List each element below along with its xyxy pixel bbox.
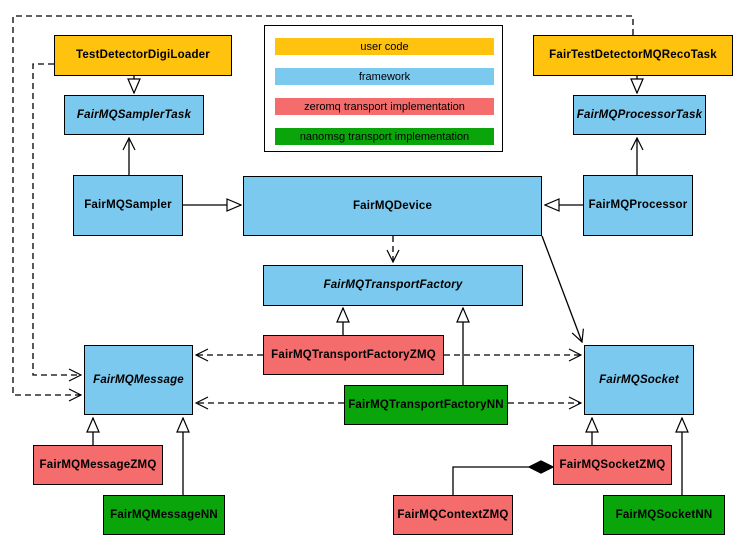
legend-label: nanomsg transport implementation	[299, 130, 470, 143]
node-fairmqsampler: FairMQSampler	[73, 175, 183, 236]
legend-box: user code framework zeromq transport imp…	[264, 25, 503, 152]
edge-recotask-message	[12, 15, 634, 395]
node-testdetectordigiloader: TestDetectorDigiLoader	[54, 35, 232, 76]
node-fairmqsocketnn: FairMQSocketNN	[603, 495, 725, 535]
legend-label: user code	[360, 40, 409, 53]
legend-item-framework: framework	[275, 68, 494, 85]
edge-contextzmq-socketzmq	[452, 466, 529, 495]
node-fairmqsocketzmq: FairMQSocketZMQ	[553, 445, 672, 485]
node-fairmqdevice: FairMQDevice	[243, 176, 542, 236]
legend-item-nanomsg: nanomsg transport implementation	[275, 128, 494, 145]
node-fairmqtransportfactorynn: FairMQTransportFactoryNN	[344, 385, 508, 425]
node-fairmqtransportfactoryzmq: FairMQTransportFactoryZMQ	[263, 335, 444, 375]
node-fairtestdetectormqrecotask: FairTestDetectorMQRecoTask	[533, 35, 733, 76]
composition-diamond	[527, 460, 555, 474]
node-fairmqcontextzmq: FairMQContextZMQ	[393, 495, 513, 535]
node-fairmqtransportfactory: FairMQTransportFactory	[263, 265, 523, 306]
node-fairmqmessagezmq: FairMQMessageZMQ	[33, 445, 163, 485]
node-fairmqsamplertask: FairMQSamplerTask	[64, 95, 204, 135]
node-fairmqmessagenn: FairMQMessageNN	[103, 495, 225, 535]
legend-item-user-code: user code	[275, 38, 494, 55]
edge-device-socket	[541, 235, 582, 342]
legend-label: zeromq transport implementation	[304, 100, 465, 113]
edge-digiloader-message	[32, 63, 81, 375]
node-fairmqsocket: FairMQSocket	[584, 345, 694, 415]
legend-label: framework	[358, 70, 411, 83]
node-fairmqprocessortask: FairMQProcessorTask	[573, 95, 706, 135]
node-fairmqmessage: FairMQMessage	[84, 345, 193, 415]
legend-item-zeromq: zeromq transport implementation	[275, 98, 494, 115]
node-fairmqprocessor: FairMQProcessor	[583, 175, 693, 236]
